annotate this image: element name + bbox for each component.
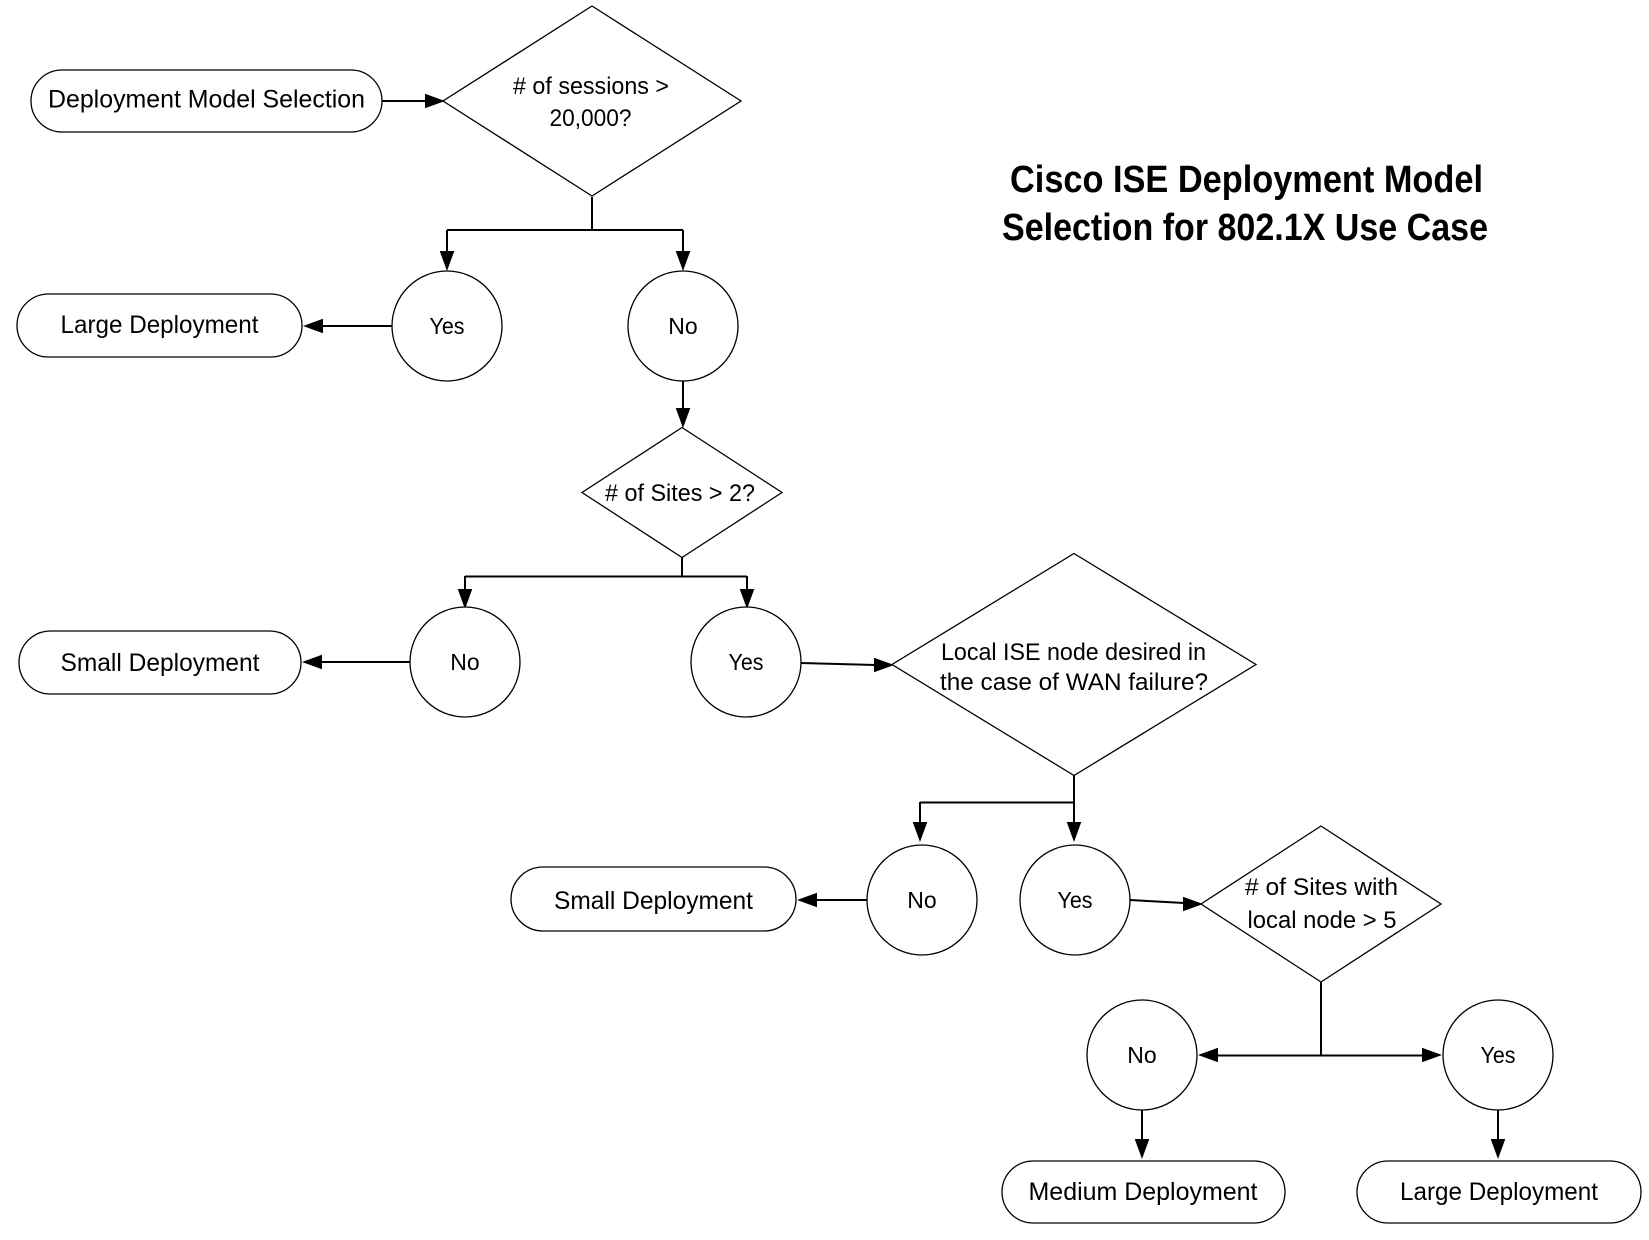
svg-text:No: No <box>668 313 697 339</box>
svg-text:Selection for 802.1X Use Case: Selection for 802.1X Use Case <box>1002 207 1488 249</box>
svg-text:# of Sites > 2?: # of Sites > 2? <box>605 480 755 507</box>
svg-text:Large Deployment: Large Deployment <box>61 311 259 339</box>
svg-text:# of sessions >: # of sessions > <box>513 73 669 100</box>
svg-text:Yes: Yes <box>1481 1042 1516 1068</box>
svg-text:20,000?: 20,000? <box>550 105 632 132</box>
svg-text:No: No <box>1127 1042 1156 1068</box>
svg-text:# of Sites with: # of Sites with <box>1245 874 1398 901</box>
svg-text:No: No <box>450 649 479 675</box>
svg-text:local node > 5: local node > 5 <box>1248 907 1397 934</box>
svg-text:Deployment Model Selection: Deployment Model Selection <box>48 86 365 114</box>
svg-text:Medium Deployment: Medium Deployment <box>1029 1178 1258 1206</box>
svg-text:Cisco ISE Deployment Model: Cisco ISE Deployment Model <box>1010 159 1483 201</box>
svg-text:Small Deployment: Small Deployment <box>61 649 260 677</box>
svg-text:Small Deployment: Small Deployment <box>554 887 753 915</box>
svg-text:Local ISE node desired in: Local ISE node desired in <box>941 639 1206 666</box>
svg-text:Yes: Yes <box>430 313 465 339</box>
svg-text:Yes: Yes <box>1058 887 1093 913</box>
svg-text:No: No <box>907 887 936 913</box>
svg-text:the case of WAN failure?: the case of WAN failure? <box>940 669 1208 696</box>
svg-text:Large Deployment: Large Deployment <box>1400 1178 1598 1206</box>
svg-text:Yes: Yes <box>729 649 764 675</box>
